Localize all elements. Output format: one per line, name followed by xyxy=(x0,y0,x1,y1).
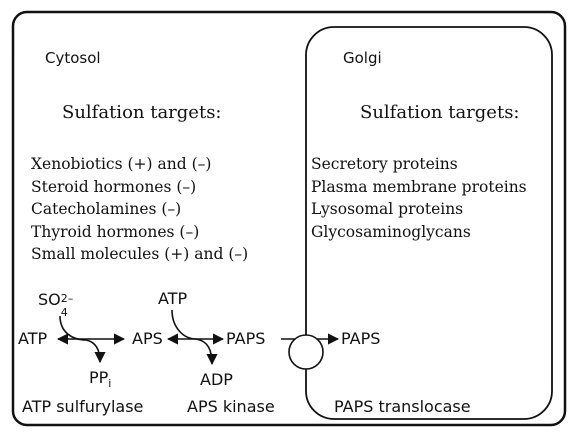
aps-label: APS xyxy=(132,329,163,348)
paps-golgi-label: PAPS xyxy=(341,329,381,348)
cytosol-target-item: Catecholamines (–) xyxy=(31,200,182,218)
atp-cofactor-label: ATP xyxy=(158,289,188,308)
adp-output-arrow xyxy=(195,338,218,366)
golgi-title: Golgi xyxy=(343,49,382,67)
golgi-target-item: Secretory proteins xyxy=(311,155,458,173)
aps-kinase-label: APS kinase xyxy=(187,397,275,416)
cytosol-target-item: Steroid hormones (–) xyxy=(31,177,197,196)
paps-cytosol-label: PAPS xyxy=(226,329,266,348)
cytosol-targets-heading: Sulfation targets: xyxy=(62,102,222,123)
atp-sulfurylase-label: ATP sulfurylase xyxy=(22,397,144,416)
golgi-compartment xyxy=(305,26,553,420)
golgi-targets-heading: Sulfation targets: xyxy=(360,102,520,123)
atp-input-arrow xyxy=(171,309,197,340)
cytosol-target-list: Xenobiotics (+) and (–) Steroid hormones… xyxy=(31,153,248,266)
golgi-target-item: Glycosaminoglycans xyxy=(311,222,471,241)
cytosol-target-item: Xenobiotics (+) and (–) xyxy=(31,155,212,173)
ppi-output-arrow xyxy=(85,339,106,364)
adp-label: ADP xyxy=(200,370,233,389)
ppi-subscript: i xyxy=(108,377,112,391)
atp-substrate-label: ATP xyxy=(18,329,48,348)
sulfate-base: SO xyxy=(38,290,61,309)
paps-translocase-icon xyxy=(288,334,324,370)
golgi-target-list: Secretory proteins Plasma membrane prote… xyxy=(311,153,527,243)
golgi-target-item: Lysosomal proteins xyxy=(311,200,464,218)
golgi-target-item: Plasma membrane proteins xyxy=(311,177,527,196)
cytosol-target-item: Small molecules (+) and (–) xyxy=(31,245,249,263)
ppi-base: PP xyxy=(89,368,109,387)
sulfate-input-arrow xyxy=(59,315,87,341)
cytosol-target-item: Thyroid hormones (–) xyxy=(31,222,200,241)
cytosol-title: Cytosol xyxy=(45,49,101,67)
paps-translocase-label: PAPS translocase xyxy=(334,397,471,416)
cell-frame xyxy=(11,10,567,427)
ppi-label: PPi xyxy=(89,368,111,390)
